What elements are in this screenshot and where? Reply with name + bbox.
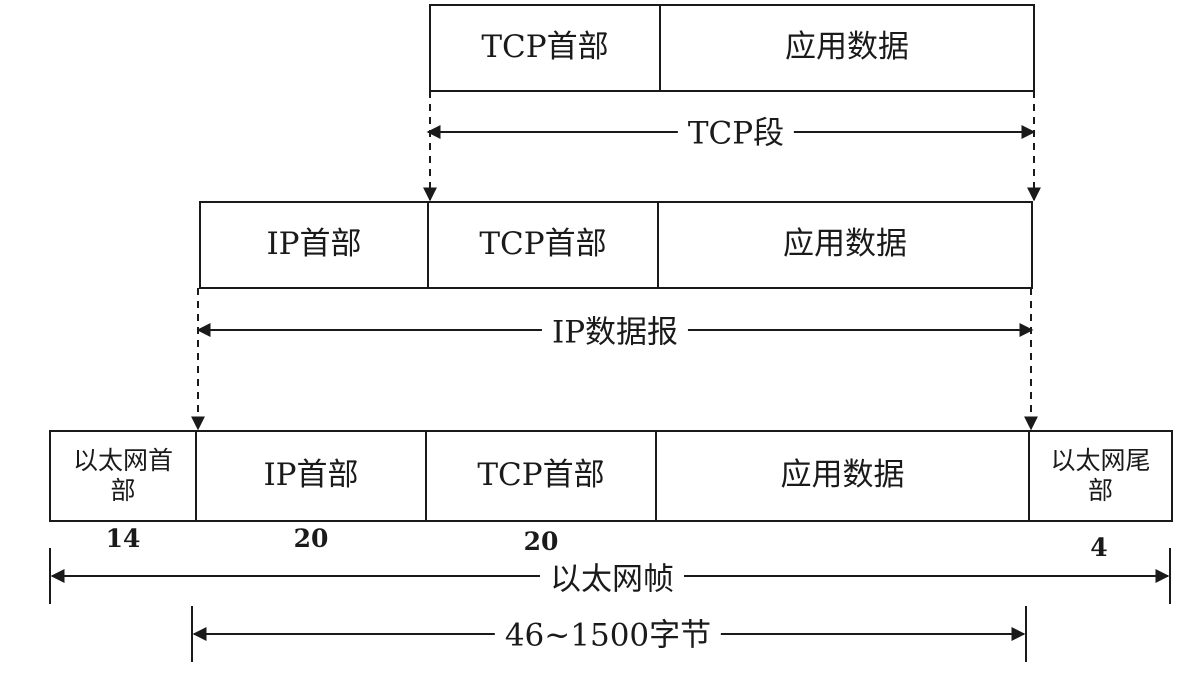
tcp-segment-data-cell: 应用数据 <box>661 6 1033 90</box>
size-ip-header: 20 <box>293 524 329 553</box>
ip-datagram-ip-header-text: IP首部 <box>266 226 362 263</box>
ip-datagram-box <box>199 201 1033 289</box>
ethernet-frame-label: 以太网帧 <box>540 564 684 596</box>
ip-datagram-ip-header-cell: IP首部 <box>201 203 427 287</box>
tcp-segment-header-text: TCP首部 <box>481 29 609 66</box>
ethernet-ip-header-cell: IP首部 <box>197 432 425 520</box>
ethernet-trailer-text: 以太网尾部 <box>1050 446 1151 505</box>
ethernet-data-cell: 应用数据 <box>657 432 1028 520</box>
ip-datagram-data-text: 应用数据 <box>783 226 907 263</box>
size-ethernet-header: 14 <box>105 524 141 553</box>
ethernet-frame-box <box>49 430 1173 522</box>
tcp-segment-label: TCP段 <box>677 118 795 150</box>
ip-datagram-tcp-header-text: TCP首部 <box>479 226 607 263</box>
ethernet-ip-header-text: IP首部 <box>263 457 359 494</box>
size-ethernet-trailer: 4 <box>1090 533 1108 562</box>
tcp-segment-box <box>429 4 1035 92</box>
ethernet-data-text: 应用数据 <box>780 457 905 494</box>
tcp-segment-header-cell: TCP首部 <box>431 6 659 90</box>
ip-datagram-data-cell: 应用数据 <box>659 203 1031 287</box>
tcp-segment-data-text: 应用数据 <box>785 29 909 66</box>
payload-size-label: 46~1500字节 <box>494 620 722 652</box>
ip-datagram-label: IP数据报 <box>541 317 689 349</box>
ethernet-header-cell: 以太网首部 <box>51 432 195 520</box>
ethernet-tcp-header-cell: TCP首部 <box>427 432 655 520</box>
ethernet-trailer-cell: 以太网尾部 <box>1030 432 1171 520</box>
size-tcp-header: 20 <box>523 527 559 556</box>
ip-datagram-tcp-header-cell: TCP首部 <box>429 203 657 287</box>
ethernet-header-text: 以太网首部 <box>73 446 174 505</box>
ethernet-tcp-header-text: TCP首部 <box>477 457 605 494</box>
